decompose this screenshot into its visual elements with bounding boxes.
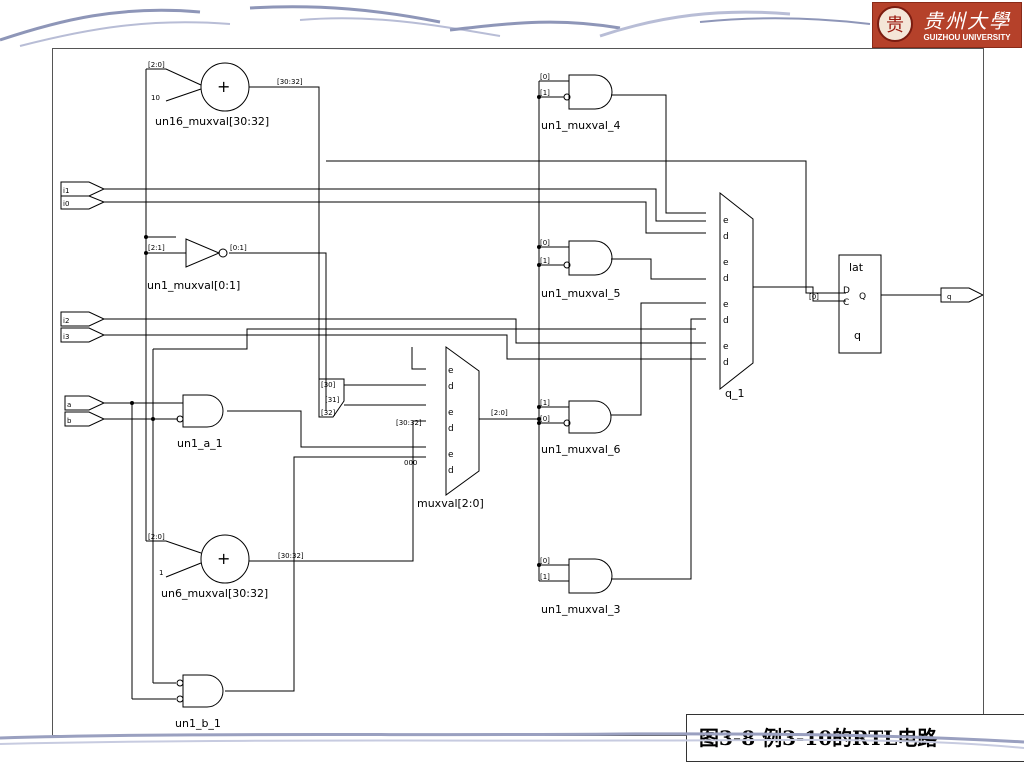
port-i3: i3 bbox=[60, 327, 106, 343]
svg-text:e: e bbox=[723, 216, 729, 226]
and-gate-un1-muxval-3: [0] [1] un1_muxval_3 bbox=[540, 557, 620, 616]
svg-text:[2:0]: [2:0] bbox=[491, 409, 508, 417]
and-gate-un1-muxval-5: [0] [1] un1_muxval_5 bbox=[540, 239, 620, 300]
svg-text:[0]: [0] bbox=[809, 293, 819, 301]
svg-text:d: d bbox=[448, 424, 454, 434]
svg-text:+: + bbox=[217, 549, 230, 568]
svg-text:e: e bbox=[448, 366, 454, 376]
port-q: q bbox=[940, 287, 983, 303]
university-emblem-icon: 贵 bbox=[877, 6, 913, 42]
svg-text:e: e bbox=[723, 258, 729, 268]
svg-text:i3: i3 bbox=[63, 333, 69, 341]
university-name-cn: 贵州大學 bbox=[923, 9, 1011, 33]
footer-swoosh-decoration bbox=[0, 732, 1024, 749]
svg-text:d: d bbox=[723, 358, 729, 368]
svg-text:+: + bbox=[217, 77, 230, 96]
input-ports: i1 i0 i2 i3 a b bbox=[60, 181, 106, 427]
svg-text:[1]: [1] bbox=[540, 257, 550, 265]
svg-text:i0: i0 bbox=[63, 200, 69, 208]
port-i2: i2 bbox=[60, 311, 106, 327]
svg-text:e: e bbox=[448, 408, 454, 418]
mux-q-1: e d e d e d e d q_1 bbox=[719, 191, 754, 400]
and-gate-un1-muxval-4: [0] [1] un1_muxval_4 bbox=[540, 73, 620, 132]
header-swoosh-decoration bbox=[0, 5, 871, 47]
svg-text:un1_a_1: un1_a_1 bbox=[177, 437, 223, 450]
rtl-circuit-diagram: i1 i0 i2 i3 a b q + bbox=[52, 48, 1024, 762]
port-i0: i0 bbox=[60, 195, 106, 210]
svg-text:un16_muxval[30:32]: un16_muxval[30:32] bbox=[155, 115, 269, 128]
svg-text:C: C bbox=[843, 298, 849, 308]
mux-muxval: e d e d e d muxval[2:0] [30:32] 000 [2:0… bbox=[396, 346, 508, 510]
inverter-un1-muxval: un1_muxval[0:1] [2:1] [0:1] bbox=[147, 238, 247, 292]
svg-text:Q: Q bbox=[859, 292, 866, 302]
wires bbox=[104, 68, 941, 700]
svg-text:[30:32]: [30:32] bbox=[396, 419, 422, 427]
and-gate-un1-a-1: un1_a_1 bbox=[176, 394, 224, 450]
svg-text:un1_muxval_4: un1_muxval_4 bbox=[541, 119, 620, 132]
schematic-canvas: i1 i0 i2 i3 a b q + bbox=[60, 61, 983, 730]
university-logo: 贵 贵州大學 GUIZHOU UNIVERSITY bbox=[872, 2, 1022, 48]
svg-text:[0]: [0] bbox=[540, 73, 550, 81]
adder-un6-muxval: + un6_muxval[30:32] [2:0] 1 [30:32] bbox=[148, 533, 304, 600]
svg-text:b: b bbox=[67, 417, 72, 425]
svg-text:un6_muxval[30:32]: un6_muxval[30:32] bbox=[161, 587, 268, 600]
svg-text:d: d bbox=[448, 466, 454, 476]
svg-text:[30]: [30] bbox=[321, 381, 336, 389]
svg-text:[30:32]: [30:32] bbox=[278, 552, 304, 560]
svg-text:un1_muxval_3: un1_muxval_3 bbox=[541, 603, 620, 616]
and-gate-un1-b-1: un1_b_1 bbox=[175, 674, 224, 730]
svg-text:un1_muxval_5: un1_muxval_5 bbox=[541, 287, 620, 300]
svg-text:d: d bbox=[723, 232, 729, 242]
port-a: a bbox=[64, 395, 106, 411]
bit-select-30-32: [30] [31] [32] bbox=[318, 378, 345, 418]
university-name-en: GUIZHOU UNIVERSITY bbox=[923, 33, 1011, 42]
svg-text:D: D bbox=[843, 286, 850, 296]
svg-text:[0]: [0] bbox=[540, 557, 550, 565]
svg-text:[32]: [32] bbox=[321, 409, 336, 417]
svg-text:e: e bbox=[723, 300, 729, 310]
svg-text:lat: lat bbox=[849, 261, 864, 274]
latch-lat: lat D C Q q [0] bbox=[809, 254, 882, 354]
and-gate-un1-muxval-6: [1] [0] un1_muxval_6 bbox=[540, 399, 620, 456]
svg-text:e: e bbox=[448, 450, 454, 460]
port-b: b bbox=[64, 411, 106, 427]
svg-text:a: a bbox=[67, 401, 71, 409]
svg-text:[1]: [1] bbox=[540, 573, 550, 581]
svg-text:[0:1]: [0:1] bbox=[230, 244, 247, 252]
svg-text:000: 000 bbox=[404, 459, 417, 467]
svg-text:[0]: [0] bbox=[540, 239, 550, 247]
slide-header: 贵 贵州大學 GUIZHOU UNIVERSITY bbox=[0, 0, 1024, 50]
svg-text:q_1: q_1 bbox=[725, 387, 744, 400]
svg-text:[30:32]: [30:32] bbox=[277, 78, 303, 86]
adder-un16-muxval: + un16_muxval[30:32] [2:0] 10 [30:32] bbox=[148, 61, 303, 128]
svg-text:[31]: [31] bbox=[325, 396, 340, 404]
svg-text:q: q bbox=[854, 329, 861, 342]
svg-text:un1_muxval[0:1]: un1_muxval[0:1] bbox=[147, 279, 240, 292]
svg-text:[1]: [1] bbox=[540, 399, 550, 407]
svg-text:d: d bbox=[448, 382, 454, 392]
svg-text:q: q bbox=[947, 293, 951, 301]
port-i1: i1 bbox=[60, 181, 106, 197]
svg-text:d: d bbox=[723, 274, 729, 284]
svg-text:un1_b_1: un1_b_1 bbox=[175, 717, 221, 730]
svg-text:[0]: [0] bbox=[540, 415, 550, 423]
svg-text:[2:1]: [2:1] bbox=[148, 244, 165, 252]
svg-text:e: e bbox=[723, 342, 729, 352]
junction-dots bbox=[130, 95, 541, 567]
svg-text:i1: i1 bbox=[63, 187, 69, 195]
svg-text:d: d bbox=[723, 316, 729, 326]
svg-text:i2: i2 bbox=[63, 317, 69, 325]
svg-text:un1_muxval_6: un1_muxval_6 bbox=[541, 443, 620, 456]
svg-text:10: 10 bbox=[151, 94, 160, 102]
svg-text:[1]: [1] bbox=[540, 89, 550, 97]
svg-text:[2:0]: [2:0] bbox=[148, 61, 165, 69]
slide-footer bbox=[0, 730, 1024, 768]
svg-text:muxval[2:0]: muxval[2:0] bbox=[417, 497, 484, 510]
svg-text:1: 1 bbox=[159, 569, 163, 577]
figure-caption: 图3-8 例3-10的RTL电路 bbox=[686, 714, 1024, 762]
svg-text:[2:0]: [2:0] bbox=[148, 533, 165, 541]
